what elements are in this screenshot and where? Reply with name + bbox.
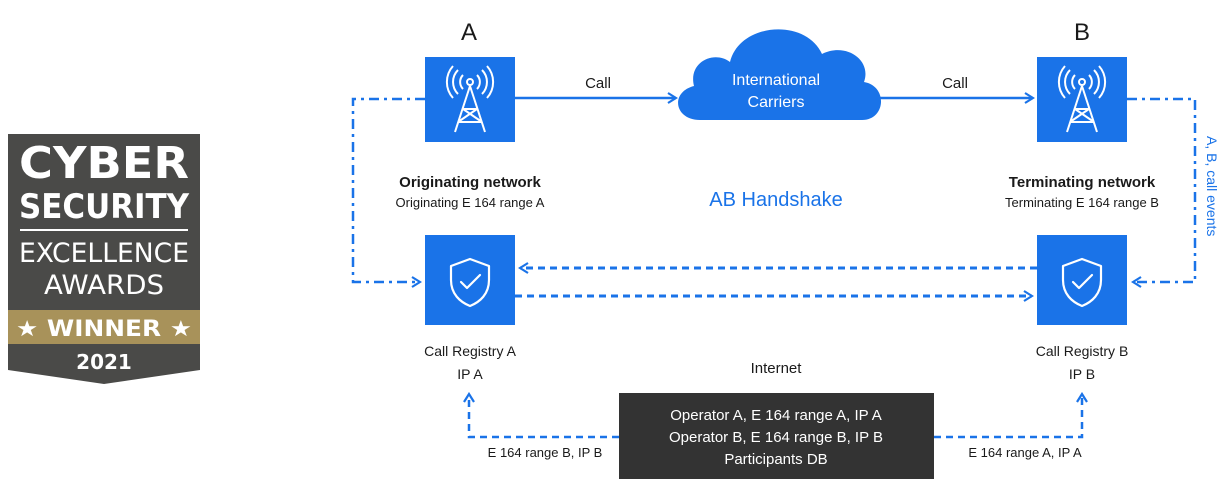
cell-tower-icon	[445, 65, 495, 133]
right-event-connector	[1127, 97, 1197, 282]
cell-tower-icon	[1057, 65, 1107, 133]
cloud-line1: International	[732, 72, 820, 89]
call-registry-b-ip: IP B	[1069, 366, 1095, 382]
international-carriers-cloud: International Carriers	[678, 29, 882, 120]
originating-network-sub: Originating E 164 range A	[396, 195, 545, 210]
db-line1: Operator A, E 164 range A, IP A	[670, 407, 882, 424]
originating-network-title: Originating network	[399, 174, 541, 191]
ab-handshake-label: AB Handshake	[709, 189, 842, 211]
badge-excellence: EXCELLENCE	[19, 238, 189, 269]
bottom-right-label: E 164 range A, IP A	[968, 445, 1082, 460]
shield-check-icon	[1061, 257, 1103, 308]
call-registry-b-title: Call Registry B	[1036, 343, 1129, 359]
participants-db-box: Operator A, E 164 range A, IP A Operator…	[619, 393, 934, 479]
db-to-registry-b-connector	[934, 394, 1082, 439]
award-badge: CYBER SECURITY EXCELLENCE AWARDS ★ WINNE…	[8, 134, 200, 384]
terminating-tower	[1037, 57, 1127, 142]
call-registry-a-ip: IP A	[457, 366, 483, 382]
badge-awards: AWARDS	[44, 270, 164, 301]
badge-security: SECURITY	[19, 187, 189, 227]
call-registry-a-title: Call Registry A	[424, 343, 516, 359]
terminating-network-sub: Terminating E 164 range B	[1005, 195, 1159, 210]
badge-winner: ★ WINNER ★	[16, 317, 192, 342]
cloud-line2: Carriers	[748, 94, 805, 111]
internet-label: Internet	[751, 360, 803, 377]
bottom-left-label: E 164 range B, IP B	[488, 445, 603, 460]
node-a-letter: A	[461, 19, 477, 46]
call-label-right: Call	[942, 75, 968, 92]
badge-winner-band	[8, 310, 200, 344]
call-registry-b-box	[1037, 235, 1127, 325]
terminating-network-title: Terminating network	[1009, 174, 1156, 191]
call-label-left: Call	[585, 75, 611, 92]
side-call-events-label: A, B, call events	[1204, 136, 1220, 236]
node-b-letter: B	[1074, 19, 1090, 46]
left-event-connector	[351, 97, 425, 282]
db-line2: Operator B, E 164 range B, IP B	[669, 429, 883, 446]
originating-tower	[425, 57, 515, 142]
badge-cyber: CYBER	[19, 138, 189, 189]
badge-year: 2021	[76, 350, 132, 374]
db-line3: Participants DB	[724, 451, 827, 468]
call-registry-a-box	[425, 235, 515, 325]
db-to-registry-a-connector	[469, 394, 619, 439]
shield-check-icon	[449, 257, 491, 308]
